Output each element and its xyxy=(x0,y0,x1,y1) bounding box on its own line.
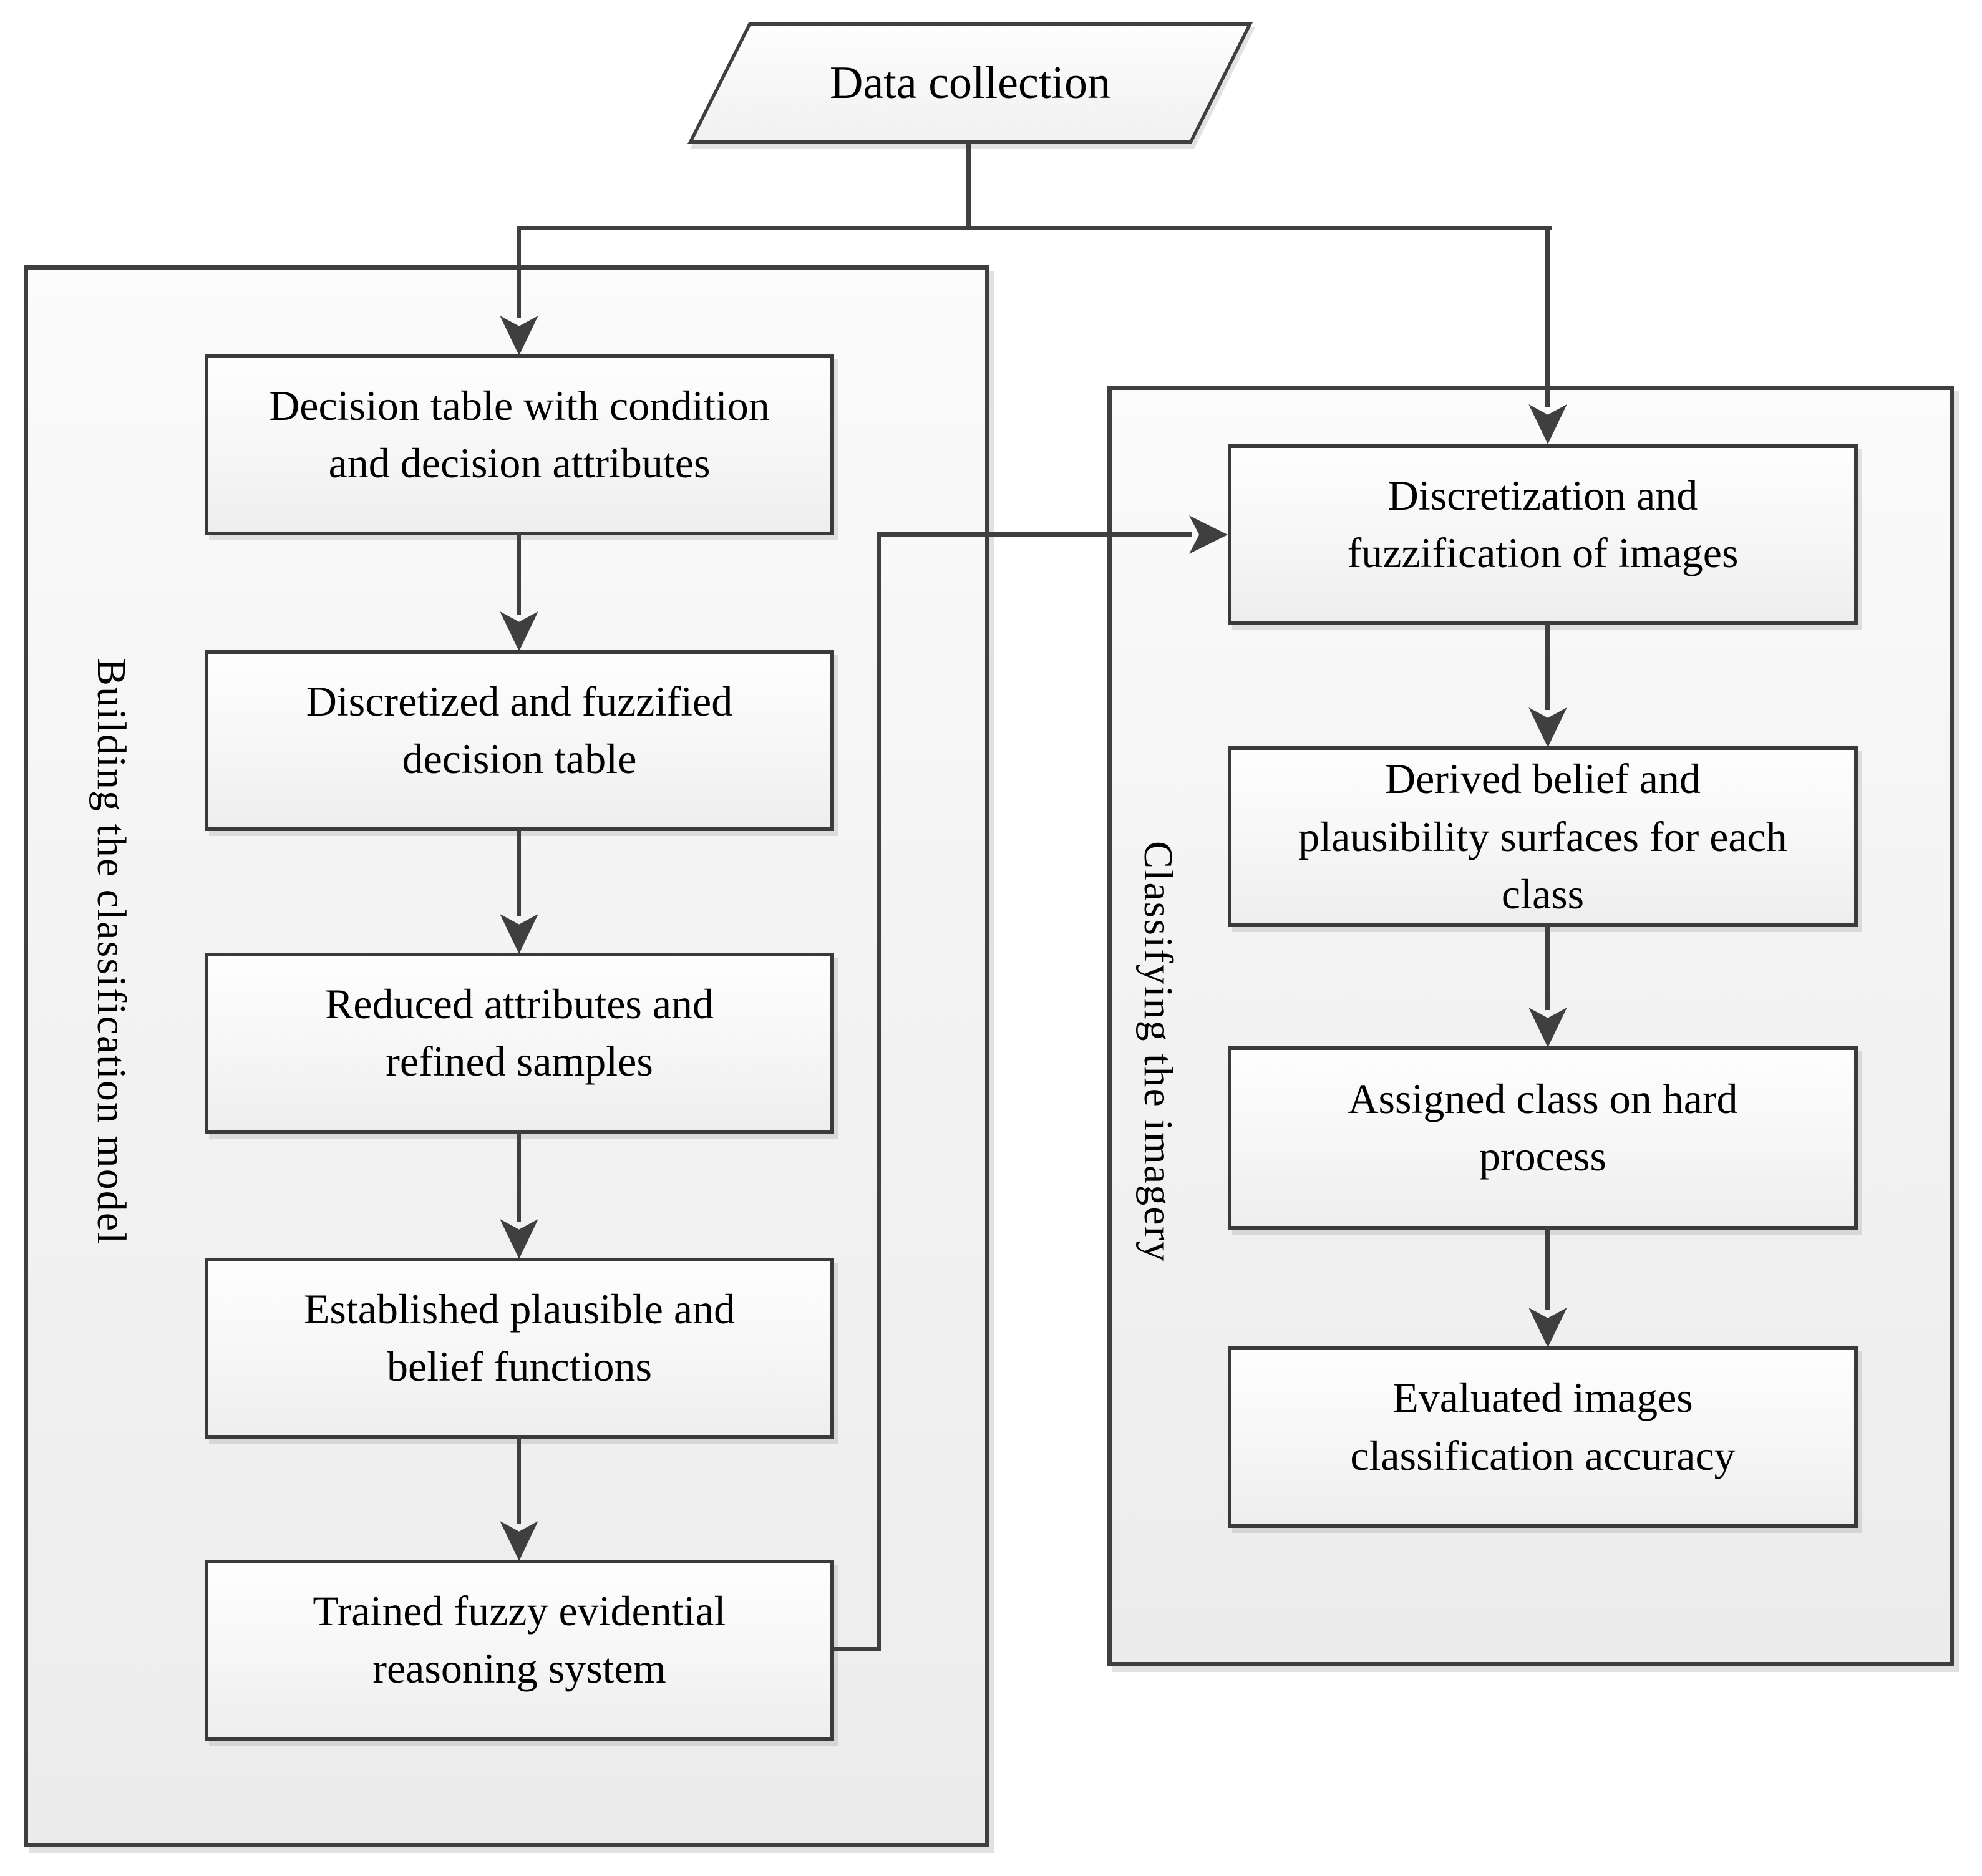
connector-left-1-2 xyxy=(517,533,521,615)
connector-stem-from-data-collection xyxy=(966,144,971,229)
step-discretized-fuzzified-table: Discretized and fuzzified decision table xyxy=(205,650,834,831)
connector-left-2-3 xyxy=(517,829,521,916)
connector-drop-left xyxy=(517,226,521,318)
connector-drop-right xyxy=(1545,226,1550,407)
feedback-connector-vertical xyxy=(877,532,881,1651)
classifying-imagery-label: Classifying the imagery xyxy=(1135,841,1181,1263)
data-collection-label: Data collection xyxy=(830,57,1110,109)
connector-right-1-2 xyxy=(1545,623,1550,710)
building-model-label: Building the classification model xyxy=(89,658,134,1245)
feedback-connector-into-right xyxy=(877,532,1192,537)
connector-right-2-3 xyxy=(1545,925,1550,1010)
step-established-functions: Established plausible and belief functio… xyxy=(205,1258,834,1439)
connector-left-4-5 xyxy=(517,1436,521,1524)
connector-branch-horizontal xyxy=(517,226,1552,230)
step-discretization-images: Discretization and fuzzification of imag… xyxy=(1228,444,1858,625)
step-assigned-class: Assigned class on hard process xyxy=(1228,1046,1858,1230)
feedback-connector-out xyxy=(834,1647,881,1651)
step-belief-plausibility-surfaces: Derived belief and plausibility surfaces… xyxy=(1228,746,1858,927)
step-trained-reasoning-system: Trained fuzzy evidential reasoning syste… xyxy=(205,1560,834,1741)
step-decision-table: Decision table with condition and decisi… xyxy=(205,354,834,535)
step-evaluated-accuracy: Evaluated images classification accuracy xyxy=(1228,1346,1858,1528)
step-reduced-attributes: Reduced attributes and refined samples xyxy=(205,953,834,1134)
connector-left-3-4 xyxy=(517,1131,521,1222)
connector-right-3-4 xyxy=(1545,1227,1550,1310)
